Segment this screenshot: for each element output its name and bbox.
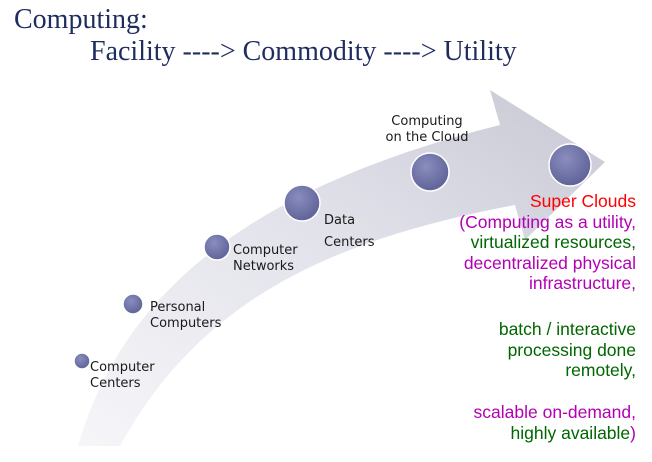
stage-label-computer-networks: Computer Networks [233,243,298,275]
stage-node-cloud [410,152,450,192]
super-clouds-batch: batch / interactive processing done remo… [499,319,636,381]
super-clouds-heading: Super Clouds [529,191,636,211]
stage-label-line: Computer [90,360,155,375]
highly-available-text: highly available [510,422,631,443]
stage-node-computer-networks [203,233,231,261]
stage-label-line: on the Cloud [385,130,469,145]
super-clouds-line-8: scalable on-demand, [473,402,636,422]
stage-label-line: Centers [90,376,141,391]
stage-label-line: Computers [150,316,222,331]
super-clouds-line-2: virtualized resources, [470,232,636,252]
stage-label-line: Data [324,213,356,228]
super-clouds-line-7: remotely, [565,360,636,380]
super-clouds-line-3: decentralized physical [463,252,636,273]
stage-label-computer-centers: Computer Centers [90,360,155,392]
stage-label-line: Centers [324,235,375,250]
super-clouds-line-9: highly available) [474,422,637,444]
super-clouds-line-4: infrastructure, [529,273,636,293]
stage-label-line: Personal [150,300,206,315]
stage-label-line: Computing [391,114,463,129]
stage-label-cloud: Computing on the Cloud [371,114,483,146]
stage-label-line: Computer [233,243,298,258]
paren-close: ) [630,422,636,443]
super-clouds-line-1: (Computing as a utility, [459,212,636,233]
paren-open: ( [459,211,466,232]
progression-arrow [78,90,605,446]
stage-node-computer-centers [73,352,91,370]
title-line-1: Computing: [14,4,148,35]
title-line-2: Facility ----> Commodity ----> Utility [90,36,517,67]
super-clouds-description: Super Clouds (Computing as a utility, vi… [459,191,636,294]
super-clouds-line-5: batch / interactive [498,319,636,339]
super-clouds-line-6: processing done [507,339,636,360]
super-clouds-scalable: scalable on-demand, highly available) [474,402,636,443]
stage-node-super-clouds [548,143,592,187]
stage-label-data-centers: Data Centers [324,210,375,254]
utility-text: Computing as a utility, [465,211,636,232]
stage-label-line: Networks [233,259,295,274]
stage-node-personal-computers [122,293,144,315]
stage-node-data-centers [283,184,321,222]
stage-label-personal-computers: Personal Computers [150,300,221,332]
